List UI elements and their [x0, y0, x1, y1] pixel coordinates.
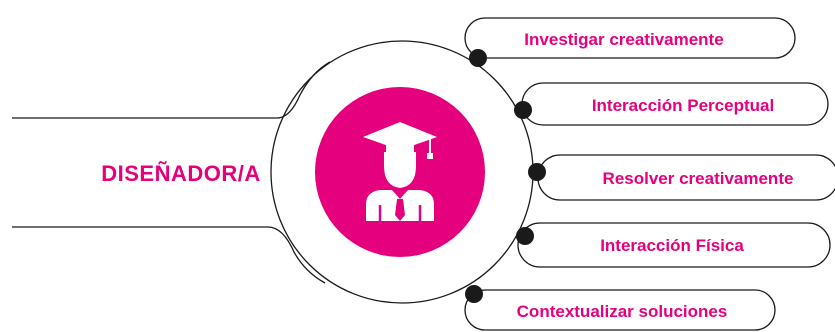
- left-line-top: [12, 61, 331, 119]
- skill-pill-5-frame: [464, 289, 776, 331]
- ring-dot-1: [469, 49, 487, 67]
- ring-dot-3: [528, 163, 546, 181]
- graduate-icon: [363, 122, 437, 221]
- skill-pill-3-label: Resolver creativamente: [603, 169, 794, 188]
- skill-pill-3[interactable]: Resolver creativamente: [537, 154, 835, 201]
- skill-pill-1[interactable]: Investigar creativamente: [464, 17, 796, 59]
- skill-pill-5[interactable]: Contextualizar soluciones: [464, 289, 776, 331]
- role-label: DISEÑADOR/A: [101, 161, 261, 186]
- skill-pill-4-frame: [517, 222, 831, 268]
- skill-pill-2-label: Interacción Perceptual: [592, 96, 774, 115]
- skill-pill-4-label: Interacción Física: [600, 236, 744, 255]
- skill-pill-1-frame: [464, 17, 796, 59]
- ring-dot-2: [514, 101, 532, 119]
- left-line-bottom: [12, 226, 326, 284]
- skill-pill-4[interactable]: Interacción Física: [517, 222, 831, 268]
- ring-dot-4: [516, 227, 534, 245]
- skill-pill-5-label: Contextualizar soluciones: [517, 302, 728, 321]
- skill-pill-2[interactable]: Interacción Perceptual: [521, 82, 829, 126]
- ring-dot-5: [465, 285, 483, 303]
- skill-pill-1-label: Investigar creativamente: [524, 30, 723, 49]
